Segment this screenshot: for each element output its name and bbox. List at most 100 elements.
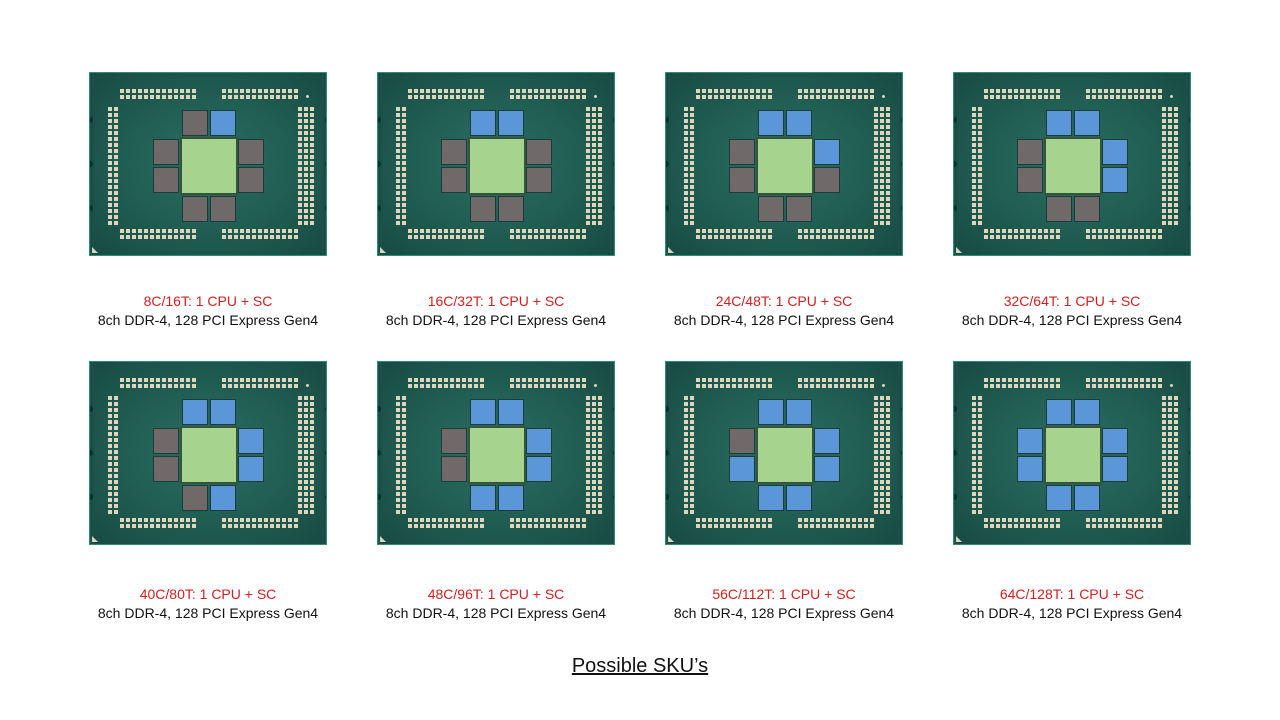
ccd-active bbox=[470, 399, 496, 425]
package-notch bbox=[378, 494, 381, 500]
package-notch bbox=[613, 161, 614, 167]
ccd-disabled bbox=[441, 456, 467, 482]
pin1-marker bbox=[92, 536, 98, 542]
package-notch bbox=[666, 494, 669, 500]
ccd-active bbox=[210, 485, 236, 511]
sku-core-config: 8C/16T: 1 CPU + SC bbox=[143, 293, 273, 309]
package-notch bbox=[378, 205, 381, 211]
orientation-dot bbox=[1170, 384, 1173, 387]
pad-array bbox=[798, 518, 874, 528]
pad-array bbox=[510, 518, 586, 528]
ccd-active bbox=[758, 399, 784, 425]
pad-array bbox=[696, 518, 772, 528]
ccd-active bbox=[1102, 139, 1128, 165]
ccd-active bbox=[1102, 428, 1128, 454]
pad-array bbox=[408, 89, 484, 99]
cpu-package bbox=[665, 361, 903, 545]
package-edge bbox=[898, 362, 902, 544]
ccd-disabled bbox=[153, 167, 179, 193]
io-die bbox=[180, 426, 238, 484]
pad-array bbox=[222, 518, 298, 528]
pad-array bbox=[510, 89, 586, 99]
pad-array bbox=[1162, 107, 1178, 225]
package-notch bbox=[90, 117, 93, 123]
pad-array bbox=[1086, 518, 1162, 528]
package-notch bbox=[901, 406, 902, 412]
pad-array bbox=[874, 396, 890, 514]
ccd-disabled bbox=[238, 167, 264, 193]
ccd-active bbox=[1046, 110, 1072, 136]
pin1-marker bbox=[668, 536, 674, 542]
ccd-disabled bbox=[182, 196, 208, 222]
pad-array bbox=[972, 396, 982, 514]
pad-array bbox=[984, 378, 1060, 388]
pad-array bbox=[298, 107, 314, 225]
package-notch bbox=[1189, 450, 1190, 456]
io-die bbox=[468, 426, 526, 484]
cpu-package bbox=[665, 72, 903, 256]
pad-array bbox=[684, 396, 694, 514]
ccd-active bbox=[1102, 167, 1128, 193]
ccd-active bbox=[1046, 485, 1072, 511]
pad-array bbox=[1162, 396, 1178, 514]
pad-array bbox=[984, 518, 1060, 528]
pad-array bbox=[1086, 378, 1162, 388]
sku-spec: 8ch DDR-4, 128 PCI Express Gen4 bbox=[961, 605, 1183, 621]
pad-array bbox=[798, 89, 874, 99]
pad-array bbox=[120, 518, 196, 528]
package-notch bbox=[954, 117, 957, 123]
package-edge bbox=[898, 73, 902, 255]
sku-core-config: 32C/64T: 1 CPU + SC bbox=[1003, 293, 1141, 309]
pin1-marker bbox=[380, 247, 386, 253]
pad-array bbox=[510, 229, 586, 239]
package-notch bbox=[325, 161, 326, 167]
sku-core-config: 24C/48T: 1 CPU + SC bbox=[715, 293, 853, 309]
cpu-package bbox=[377, 72, 615, 256]
package-notch bbox=[90, 406, 93, 412]
ccd-disabled bbox=[498, 196, 524, 222]
sku-core-config: 56C/112T: 1 CPU + SC bbox=[712, 586, 856, 602]
io-die bbox=[756, 426, 814, 484]
ccd-active bbox=[814, 139, 840, 165]
package-notch bbox=[90, 161, 93, 167]
pad-array bbox=[696, 229, 772, 239]
ccd-active bbox=[470, 110, 496, 136]
package-notch bbox=[954, 450, 957, 456]
ccd-active bbox=[758, 485, 784, 511]
ccd-active bbox=[238, 428, 264, 454]
pin1-marker bbox=[956, 536, 962, 542]
orientation-dot bbox=[594, 384, 597, 387]
pad-array bbox=[798, 229, 874, 239]
pad-array bbox=[684, 107, 694, 225]
ccd-disabled bbox=[470, 196, 496, 222]
sku-spec: 8ch DDR-4, 128 PCI Express Gen4 bbox=[673, 312, 895, 328]
ccd-disabled bbox=[1017, 139, 1043, 165]
package-notch bbox=[378, 406, 381, 412]
pad-array bbox=[396, 107, 406, 225]
package-notch bbox=[1189, 406, 1190, 412]
ccd-disabled bbox=[1074, 196, 1100, 222]
ccd-active bbox=[238, 456, 264, 482]
package-edge bbox=[1186, 362, 1190, 544]
ccd-disabled bbox=[441, 428, 467, 454]
pad-array bbox=[108, 107, 118, 225]
ccd-active bbox=[498, 399, 524, 425]
ccd-active bbox=[526, 456, 552, 482]
package-notch bbox=[901, 205, 902, 211]
ccd-active bbox=[470, 485, 496, 511]
io-die bbox=[468, 137, 526, 195]
ccd-active bbox=[1046, 399, 1072, 425]
ccd-disabled bbox=[153, 139, 179, 165]
pad-array bbox=[1086, 89, 1162, 99]
package-notch bbox=[613, 450, 614, 456]
pad-array bbox=[586, 107, 602, 225]
package-edge bbox=[1186, 73, 1190, 255]
io-die bbox=[180, 137, 238, 195]
pad-array bbox=[222, 378, 298, 388]
orientation-dot bbox=[882, 95, 885, 98]
pad-array bbox=[586, 396, 602, 514]
